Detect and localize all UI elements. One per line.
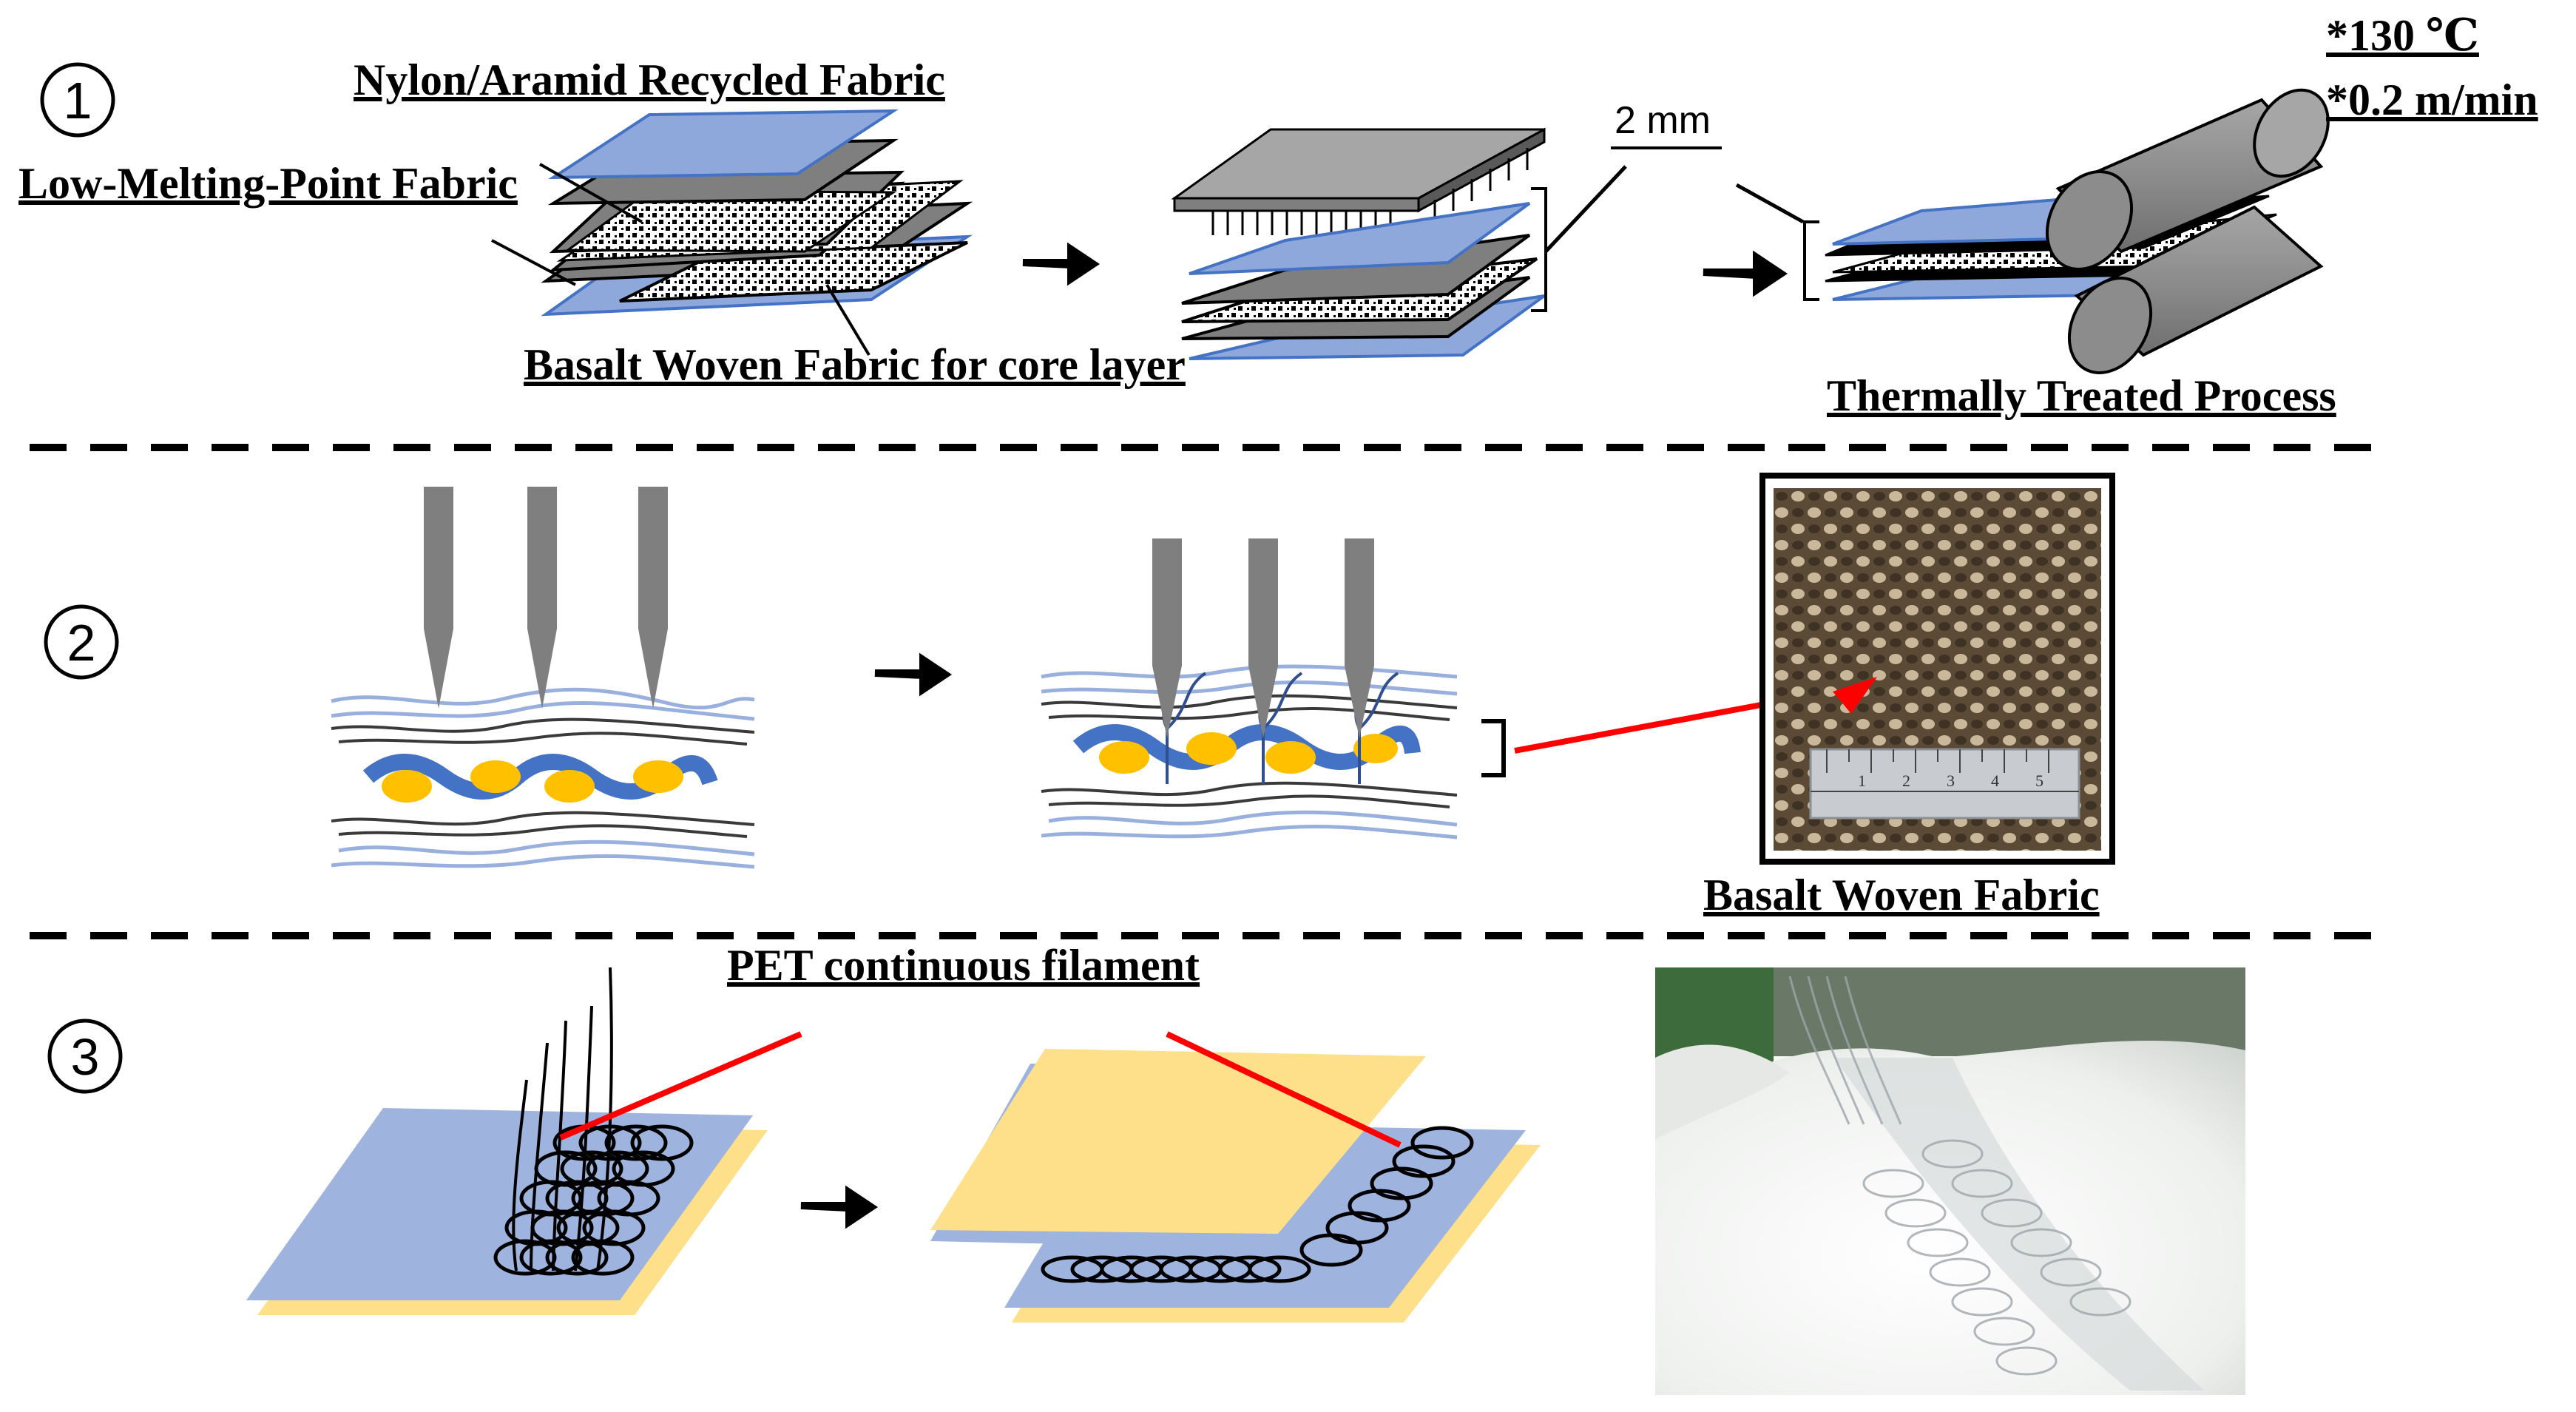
label-thermal-process: Thermally Treated Process — [1827, 371, 2336, 420]
arrow-3a — [800, 1185, 879, 1229]
section-1: 1 Nylon/Aramid Recycled Fabric Low-Melti… — [18, 11, 2538, 420]
label-nylon-aramid-fabric: Nylon/Aramid Recycled Fabric — [354, 55, 945, 104]
label-speed: *0.2 m/min — [2326, 75, 2538, 124]
ruler-tick-4: 4 — [1991, 771, 1999, 790]
fabric-stack-unassembled — [491, 109, 973, 357]
stitching-before — [246, 967, 802, 1315]
label-pet-filament: PET continuous filament — [727, 941, 1200, 990]
fiber-web-before — [331, 487, 755, 869]
fiber-web-after — [1041, 538, 1506, 840]
thermal-rollers — [1735, 88, 2330, 374]
step-2-marker: 2 — [44, 604, 119, 680]
ruler-tick-2: 2 — [1902, 771, 1910, 790]
arrow-2a — [874, 652, 953, 697]
fabric-stack-needling — [1171, 127, 1627, 360]
section-2: 2 — [44, 473, 2115, 919]
label-temperature: *130 ℃ — [2326, 11, 2479, 60]
arrow-1a — [1022, 242, 1101, 286]
arrow-1b — [1703, 250, 1788, 297]
ruler-image: 1 2 3 4 5 — [1809, 748, 2080, 820]
step-3-marker: 3 — [47, 1019, 123, 1094]
stitching-after — [930, 1031, 1541, 1323]
step-1-marker: 1 — [40, 62, 115, 138]
label-low-melting-point-fabric: Low-Melting-Point Fabric — [18, 159, 518, 208]
basalt-fabric-photo: 1 2 3 4 5 — [1759, 473, 2115, 865]
ruler-tick-5: 5 — [2035, 771, 2043, 790]
pet-filament-photo — [1655, 967, 2245, 1395]
step-2-number: 2 — [67, 614, 96, 672]
step-1-number: 1 — [64, 72, 92, 129]
label-thickness: 2 mm — [1615, 99, 1711, 142]
label-basalt-core-fabric: Basalt Woven Fabric for core layer — [524, 340, 1186, 389]
step-3-number: 3 — [71, 1028, 100, 1086]
section-3: 3 PET continuous filament — [47, 941, 2245, 1395]
ruler-tick-3: 3 — [1947, 771, 1955, 790]
label-basalt-photo: Basalt Woven Fabric — [1703, 871, 2100, 919]
ruler-tick-1: 1 — [1858, 771, 1866, 790]
